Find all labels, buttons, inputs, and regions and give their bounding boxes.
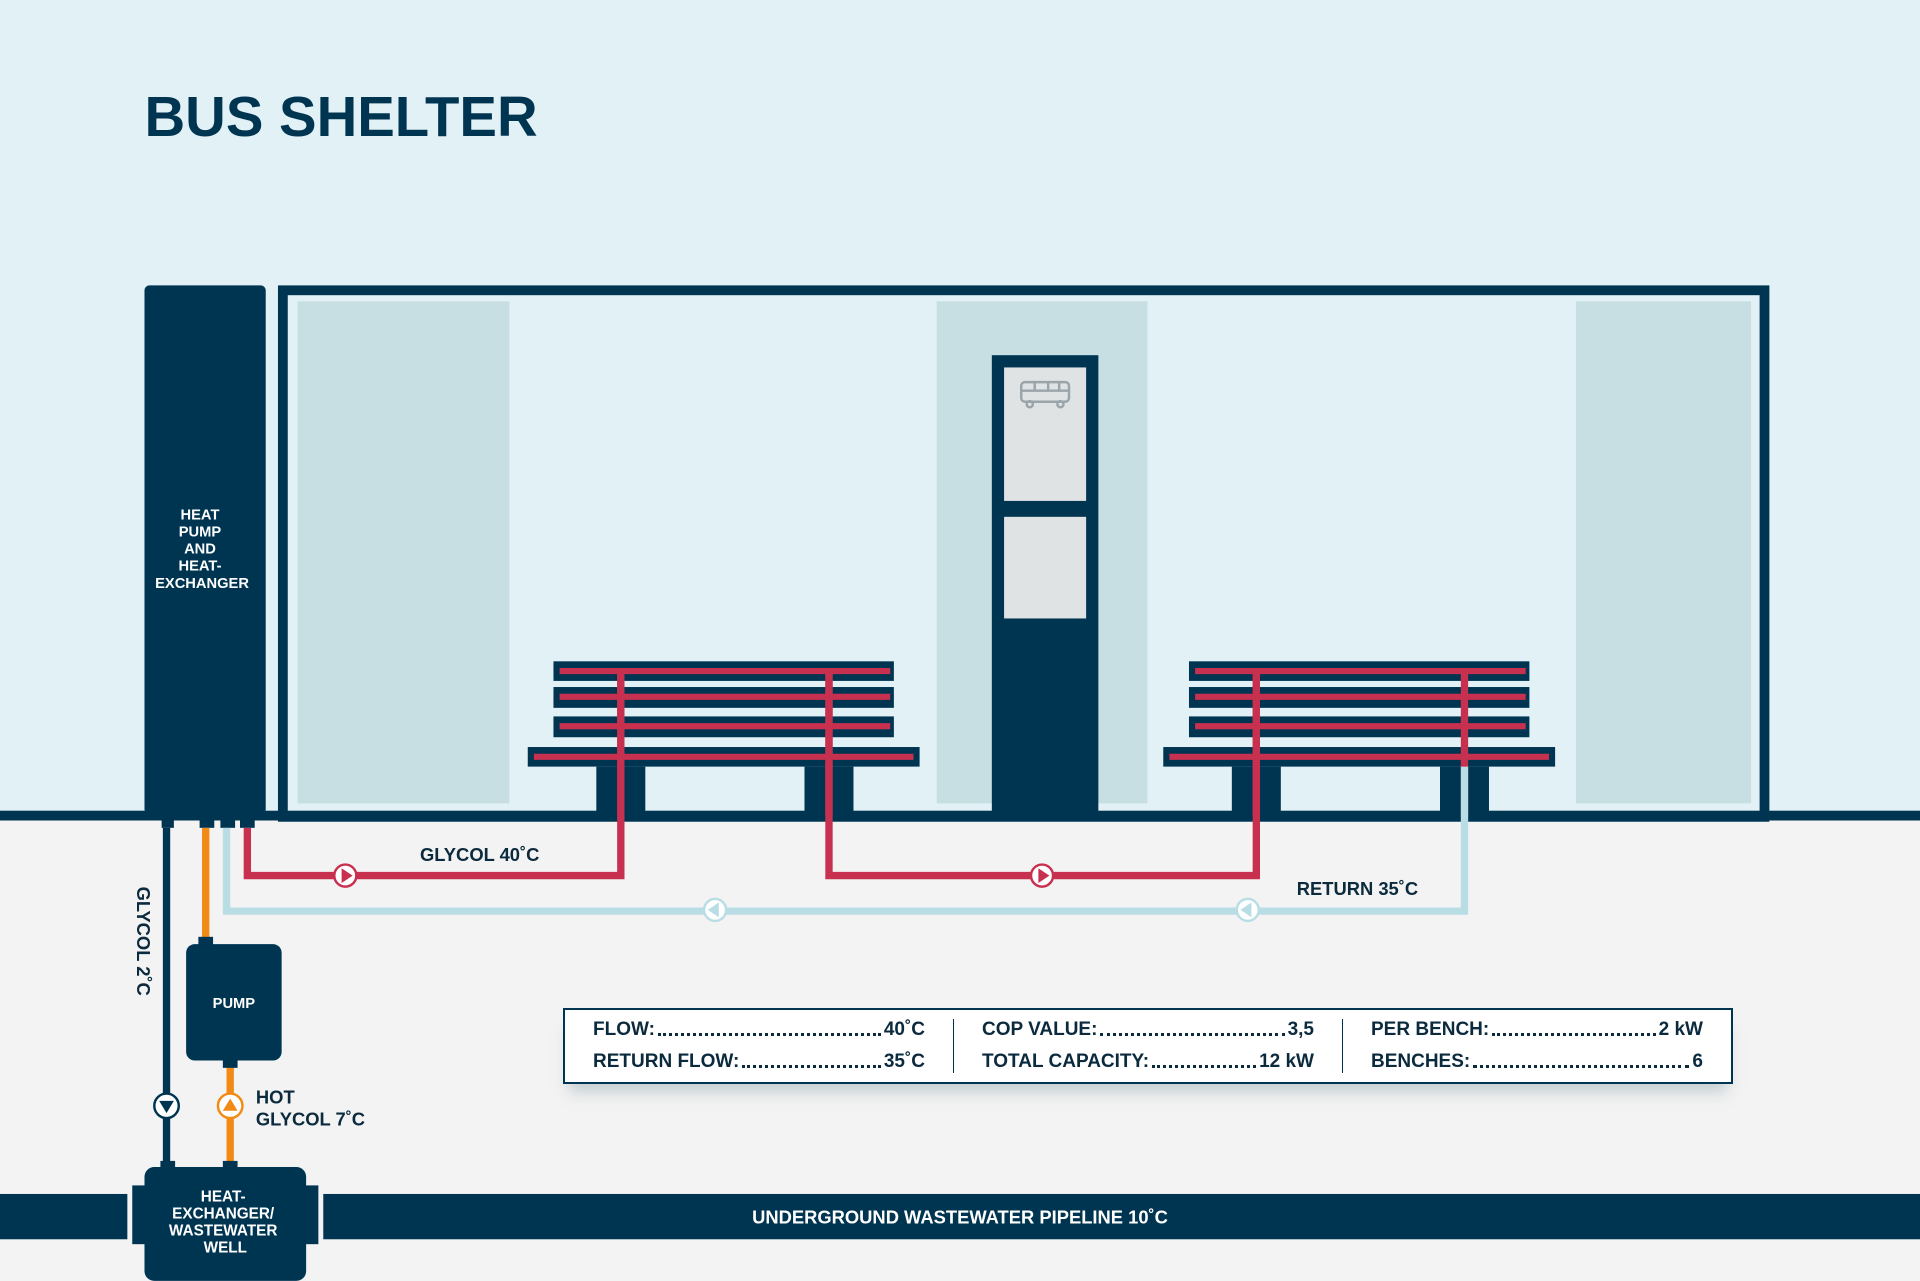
leader-dots [742, 1065, 881, 1068]
heat-pump-unit: HEAT PUMP AND HEAT- EXCHANGER [144, 285, 266, 828]
leader-dots [1152, 1065, 1257, 1068]
heat-pump-label: HEAT [181, 507, 220, 523]
hot-glycol-label: GLYCOL 7˚C [256, 1108, 365, 1129]
spec-row: BENCHES: 6 [1371, 1051, 1703, 1073]
ground-line [0, 810, 1920, 821]
spec-row: PER BENCH: 2 kW [1371, 1019, 1703, 1041]
leader-dots [1492, 1033, 1656, 1036]
glycol-flow-label: GLYCOL 40˚C [420, 844, 539, 865]
cold-glycol-label: GLYCOL 2˚C [133, 887, 154, 996]
spec-label: PER BENCH: [1371, 1019, 1490, 1040]
spec-label: TOTAL CAPACITY: [982, 1051, 1150, 1072]
flow-right-icon [333, 863, 358, 888]
spec-label: RETURN FLOW: [593, 1051, 740, 1072]
spec-value: 12 kW [1259, 1051, 1314, 1072]
spec-label: COP VALUE: [982, 1019, 1098, 1040]
spec-row: FLOW: 40˚C [593, 1019, 925, 1041]
flow-left-icon [702, 897, 728, 923]
spec-value: 40˚C [883, 1019, 925, 1040]
specs-column: FLOW: 40˚C RETURN FLOW: 35˚C [565, 1019, 954, 1073]
flow-down-icon [153, 1092, 180, 1120]
return-label: RETURN 35˚C [1297, 878, 1418, 899]
spec-row: TOTAL CAPACITY: 12 kW [982, 1051, 1314, 1073]
flow-left-icon [1235, 897, 1260, 923]
specs-column: PER BENCH: 2 kW BENCHES: 6 [1343, 1019, 1731, 1073]
leader-dots [657, 1033, 881, 1036]
svg-text:HEAT PUMP AND: HEAT PUMP AND HEAT- EXCHANGER [155, 507, 249, 592]
spec-value: 3,5 [1287, 1019, 1314, 1040]
flow-up-icon [216, 1092, 244, 1120]
pipeline-label: UNDERGROUND WASTEWATER PIPELINE 10˚C [752, 1206, 1168, 1227]
svg-text:HOT GLYCOL 7˚C: HOT GLYCOL 7˚C [256, 1086, 365, 1129]
flow-right-icon [1029, 863, 1055, 888]
spec-row: COP VALUE: 3,5 [982, 1019, 1314, 1041]
heated-bench [1163, 661, 1556, 816]
leader-dots [1473, 1065, 1690, 1068]
spec-value: 35˚C [883, 1051, 925, 1072]
info-pillar [991, 355, 1099, 816]
pump-label: PUMP [213, 996, 256, 1012]
return-pipe [222, 766, 1469, 915]
heat-pump-label: PUMP [179, 524, 222, 540]
well-label: EXCHANGER/ [172, 1205, 275, 1222]
glycol-flow-pipe [243, 671, 625, 880]
bus-icon [1020, 380, 1071, 409]
svg-text:HEAT- EXCHANGER/ W: HEAT- EXCHANGER/ WASTEWATER WELL [169, 1188, 282, 1256]
well-label: WASTEWATER [169, 1223, 278, 1240]
spec-label: BENCHES: [1371, 1051, 1471, 1072]
page-title: BUS SHELTER [144, 85, 537, 148]
leader-dots [1100, 1033, 1285, 1036]
heat-pump-label: HEAT- [179, 559, 222, 575]
well-label: HEAT- [201, 1188, 246, 1205]
wastewater-well: HEAT- EXCHANGER/ WASTEWATER WELL [127, 1160, 324, 1281]
spec-value: 6 [1692, 1051, 1703, 1072]
hot-glycol-label: HOT [256, 1086, 296, 1107]
well-label: WELL [204, 1240, 247, 1257]
heat-pump-label: AND [184, 542, 216, 558]
heat-pump-label: EXCHANGER [155, 576, 249, 592]
spec-label: FLOW: [593, 1019, 655, 1040]
spec-row: RETURN FLOW: 35˚C [593, 1051, 925, 1073]
specs-column: COP VALUE: 3,5 TOTAL CAPACITY: 12 kW [954, 1019, 1343, 1073]
spec-value: 2 kW [1658, 1019, 1703, 1040]
pump-unit: PUMP [186, 936, 282, 1068]
specs-panel: FLOW: 40˚C RETURN FLOW: 35˚C COP VALUE: 3,5… [563, 1008, 1733, 1084]
